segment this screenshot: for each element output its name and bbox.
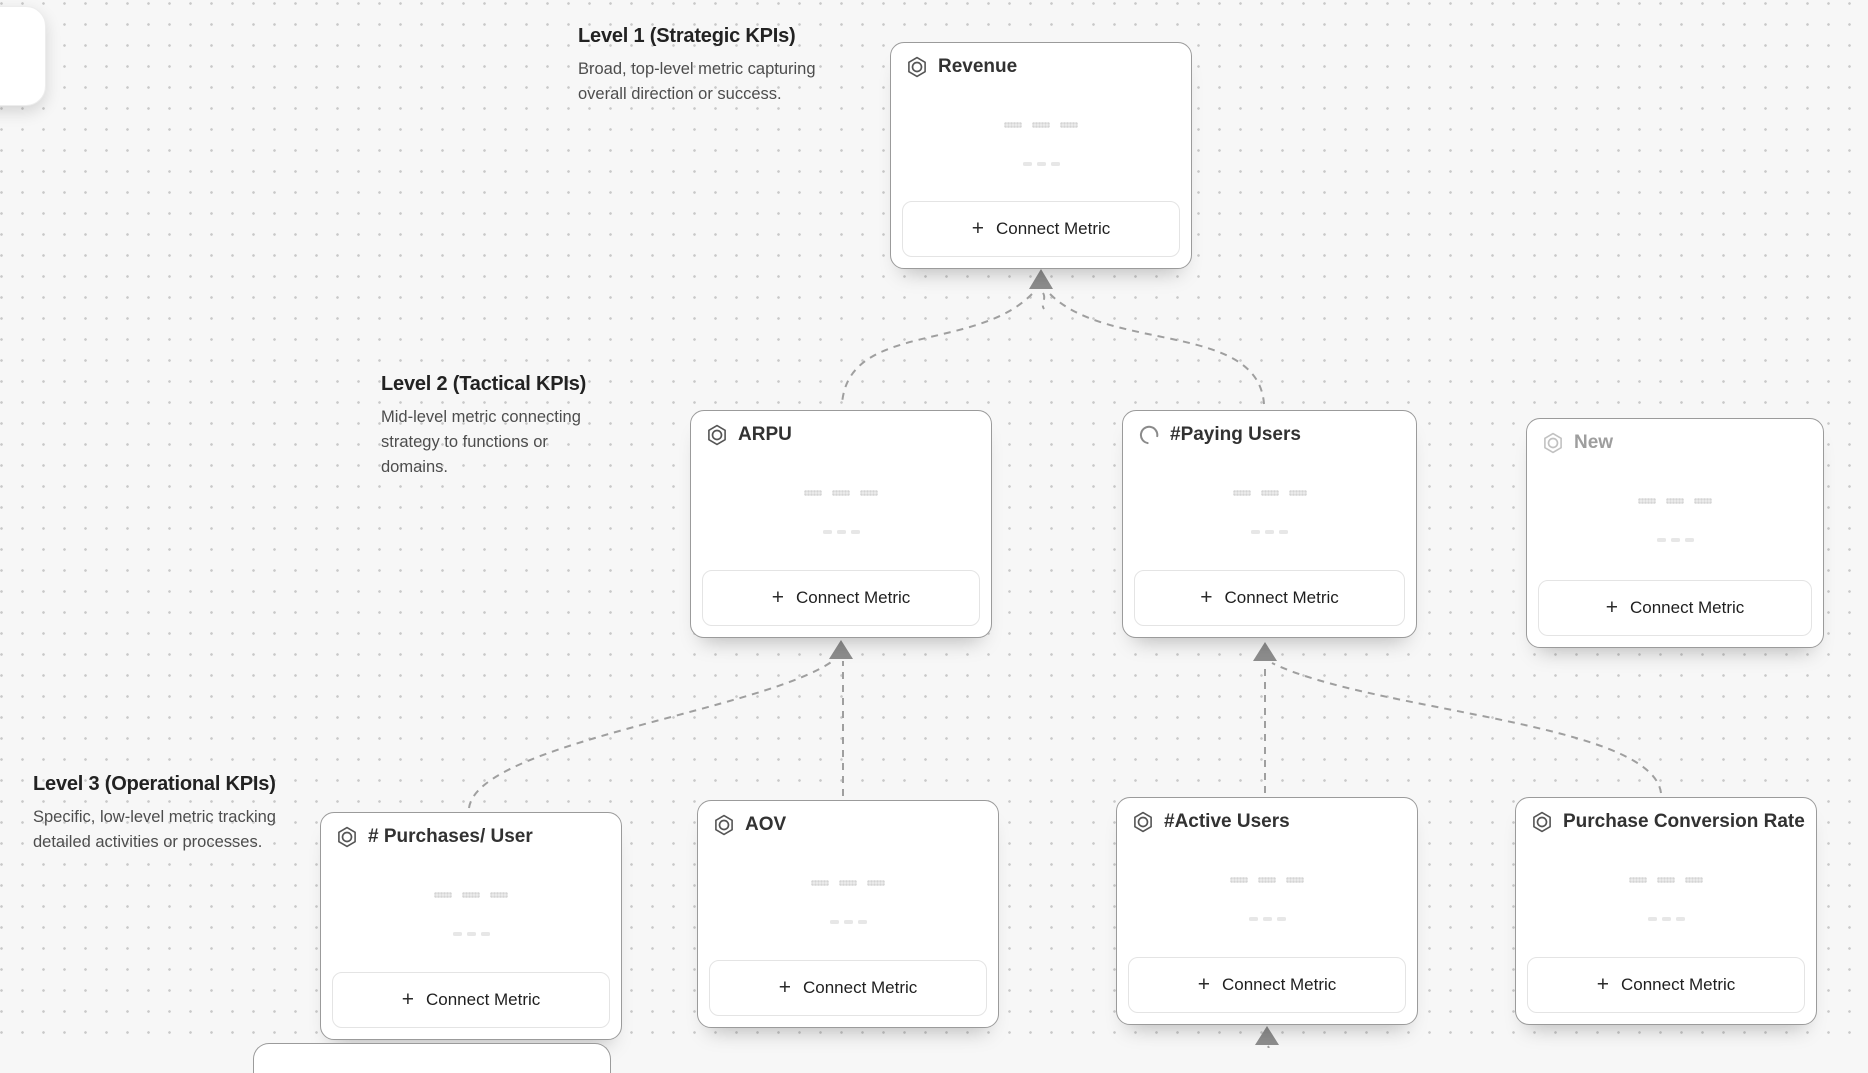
arrow-up-icon xyxy=(1029,269,1053,289)
connect-metric-button[interactable]: + Connect Metric xyxy=(1538,580,1812,636)
level-1-description: Broad, top-level metric capturing overal… xyxy=(578,60,816,103)
hexagon-ring-icon xyxy=(705,423,729,447)
hexagon-ring-icon xyxy=(335,825,359,849)
arrow-up-icon xyxy=(1255,1026,1279,1045)
metric-skeleton xyxy=(698,920,998,924)
connect-metric-button[interactable]: + Connect Metric xyxy=(902,201,1180,257)
connect-metric-button[interactable]: + Connect Metric xyxy=(702,570,980,626)
plus-icon: + xyxy=(401,987,414,1011)
floating-toolbar-fragment[interactable] xyxy=(0,6,46,106)
hexagon-ring-icon xyxy=(1530,810,1554,834)
metric-skeleton xyxy=(891,162,1191,166)
metric-card-title: AOV xyxy=(745,814,787,835)
plus-icon: + xyxy=(1200,585,1213,609)
connect-metric-button[interactable]: + Connect Metric xyxy=(709,960,987,1016)
connect-metric-label: Connect Metric xyxy=(425,990,541,1009)
metric-skeleton xyxy=(1516,917,1816,921)
connect-metric-label: Connect Metric xyxy=(1620,975,1736,994)
metric-skeleton xyxy=(1527,498,1823,504)
connect-metric-button[interactable]: + Connect Metric xyxy=(1527,957,1805,1013)
connect-metric-label: Connect Metric xyxy=(995,219,1111,238)
metric-card-title: Purchase Conversion Rate xyxy=(1563,811,1805,832)
metric-card-arpu[interactable]: ARPU + Connect Metric xyxy=(690,410,992,638)
connect-metric-label: Connect Metric xyxy=(1629,598,1745,617)
plus-icon: + xyxy=(971,216,984,240)
metric-card-title: #Active Users xyxy=(1164,811,1290,832)
metric-card-title: #Paying Users xyxy=(1170,424,1301,445)
metric-card-title: ARPU xyxy=(738,424,792,445)
metric-card-purchase-conversion-rate[interactable]: Purchase Conversion Rate + Connect Metri… xyxy=(1515,797,1817,1025)
connector-paying-users-children xyxy=(1253,642,1662,794)
level-2-section-header: Level 2 (Tactical KPIs) Mid-level metric… xyxy=(381,373,601,480)
metric-skeleton xyxy=(1123,490,1416,496)
metric-card-paying-users[interactable]: #Paying Users + Connect Metric xyxy=(1122,410,1417,638)
loading-spinner-icon xyxy=(1137,423,1161,447)
level-1-title: Level 1 (Strategic KPIs) xyxy=(578,25,796,47)
metric-skeleton xyxy=(1123,530,1416,534)
metric-card-aov[interactable]: AOV + Connect Metric xyxy=(697,800,999,1028)
metric-card-active-users[interactable]: #Active Users + Connect Metric xyxy=(1116,797,1418,1025)
connect-metric-label: Connect Metric xyxy=(1224,588,1339,607)
hexagon-ring-icon xyxy=(905,55,929,79)
connect-metric-label: Connect Metric xyxy=(795,588,911,607)
connect-metric-button[interactable]: + Connect Metric xyxy=(1128,957,1406,1013)
connector-active-users-child xyxy=(1255,1026,1279,1048)
connect-metric-label: Connect Metric xyxy=(802,978,918,997)
plus-icon: + xyxy=(771,585,784,609)
metric-card-purchases-per-user[interactable]: # Purchases/ User + Connect Metric xyxy=(320,812,622,1040)
metric-skeleton xyxy=(691,490,991,496)
connector-revenue-children xyxy=(841,269,1265,405)
plus-icon: + xyxy=(1596,972,1609,996)
metric-skeleton xyxy=(321,892,621,898)
metric-skeleton xyxy=(891,122,1191,128)
plus-icon: + xyxy=(778,975,791,999)
connect-metric-label: Connect Metric xyxy=(1221,975,1337,994)
metric-card-title: # Purchases/ User xyxy=(368,826,533,847)
level-3-title: Level 3 (Operational KPIs) xyxy=(33,773,276,795)
metric-card-new[interactable]: New + Connect Metric xyxy=(1526,418,1824,648)
level-1-section-header: Level 1 (Strategic KPIs) Broad, top-leve… xyxy=(578,25,840,107)
level-3-section-header: Level 3 (Operational KPIs) Specific, low… xyxy=(33,773,309,855)
plus-icon: + xyxy=(1605,595,1618,619)
metric-skeleton xyxy=(1117,877,1417,883)
hexagon-ring-icon xyxy=(712,813,736,837)
metric-skeleton xyxy=(1117,917,1417,921)
level-2-title: Level 2 (Tactical KPIs) xyxy=(381,373,587,395)
metric-skeleton xyxy=(1527,538,1823,542)
metric-skeleton xyxy=(698,880,998,886)
arrow-up-icon xyxy=(829,640,853,659)
level-3-description: Specific, low-level metric tracking deta… xyxy=(33,808,276,851)
arrow-up-icon xyxy=(1253,642,1277,661)
connect-metric-button[interactable]: + Connect Metric xyxy=(1134,570,1405,626)
hexagon-ring-icon xyxy=(1541,431,1565,455)
metric-card-revenue[interactable]: Revenue + Connect Metric xyxy=(890,42,1192,269)
metric-skeleton xyxy=(691,530,991,534)
connector-arpu-children xyxy=(468,640,853,809)
hexagon-ring-icon xyxy=(1131,810,1155,834)
level-2-description: Mid-level metric connecting strategy to … xyxy=(381,408,581,476)
metric-card-title: New xyxy=(1574,432,1614,453)
metric-skeleton xyxy=(321,932,621,936)
metric-card-title: Revenue xyxy=(938,56,1018,77)
plus-icon: + xyxy=(1197,972,1210,996)
metric-skeleton xyxy=(1516,877,1816,883)
connect-metric-button[interactable]: + Connect Metric xyxy=(332,972,610,1028)
